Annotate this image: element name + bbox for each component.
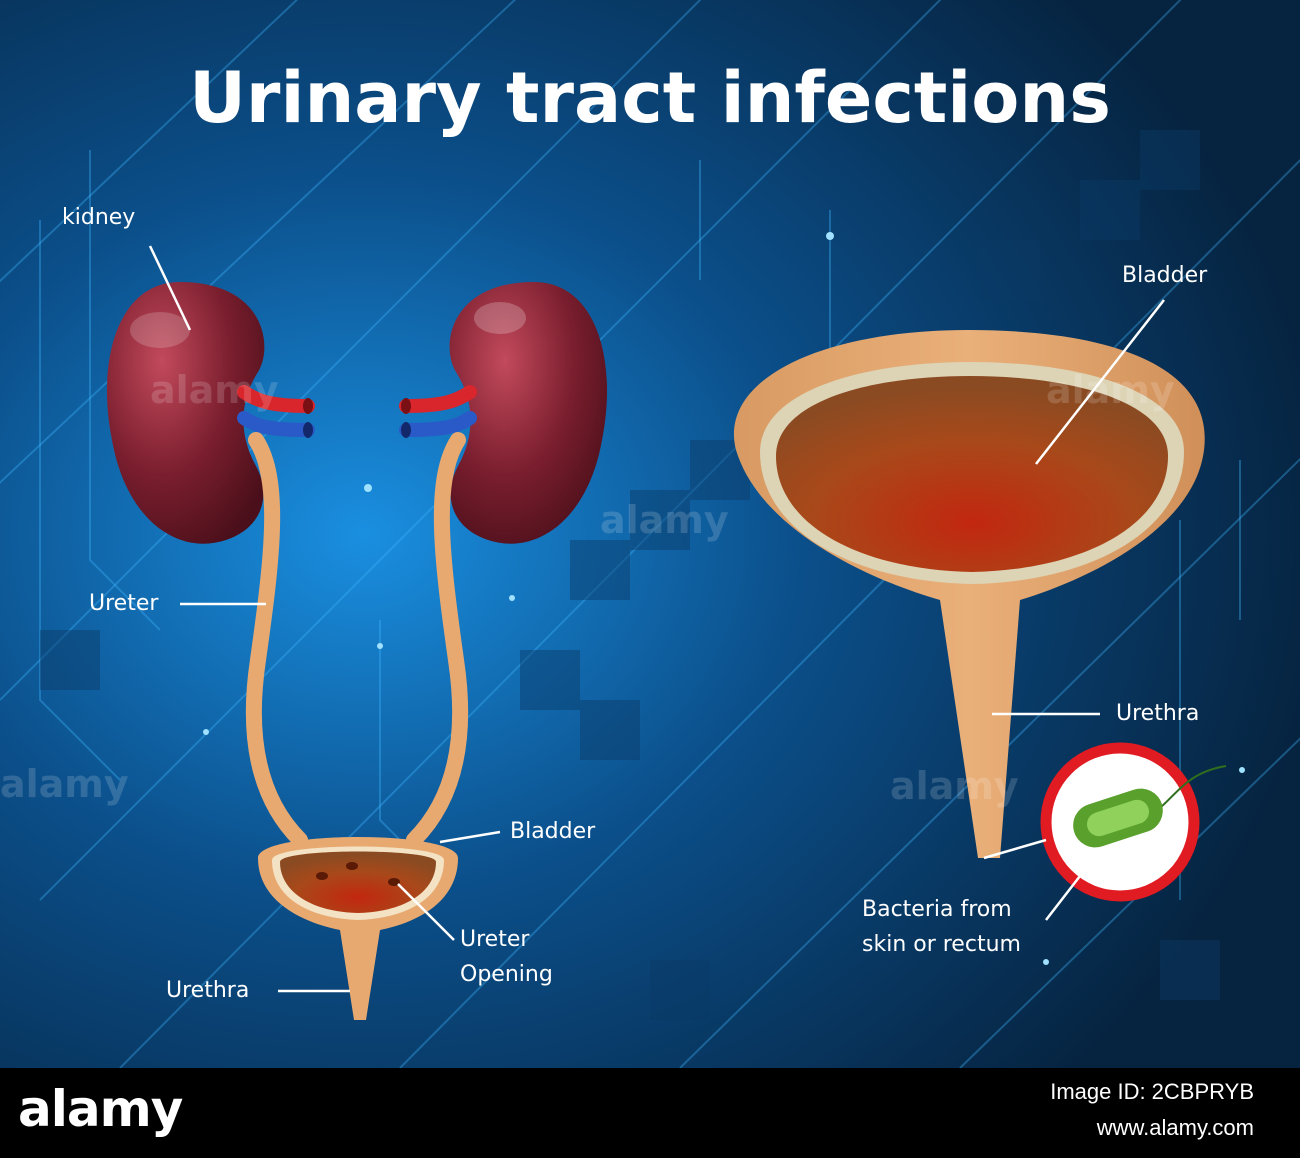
- label-bladder-small: Bladder: [510, 819, 596, 844]
- leader-lines: [148, 245, 1165, 993]
- bladder-small: [258, 837, 458, 1020]
- glow-dots: [203, 232, 1245, 965]
- kidney-left: [106, 282, 265, 544]
- label-bladder-large: Bladder: [1122, 263, 1208, 288]
- page-title: Urinary tract infections: [189, 57, 1111, 139]
- watermark: alamy: [150, 368, 279, 412]
- watermark: alamy: [1046, 368, 1175, 412]
- watermark: alamy: [0, 762, 129, 806]
- bacteria-callout: [1040, 742, 1227, 902]
- label-kidney: kidney: [62, 205, 136, 230]
- watermark: alamy: [600, 498, 729, 542]
- diagram-illustration: [0, 0, 1300, 1068]
- renal-vessels-right: [399, 385, 477, 438]
- label-urethra-small: Urethra: [166, 978, 250, 1003]
- label-bacteria-line1: Bacteria from: [862, 897, 1012, 922]
- bladder-large: [733, 330, 1205, 858]
- label-ureter: Ureter: [89, 591, 159, 616]
- label-ureter-opening-line2: Opening: [460, 962, 553, 987]
- site-url: www.alamy.com: [1096, 1115, 1254, 1140]
- alamy-logo: alamy: [18, 1080, 183, 1138]
- ureters: [245, 432, 469, 848]
- image-id: Image ID: 2CBPRYB: [1050, 1079, 1254, 1104]
- watermark-footer: alamy Image ID: 2CBPRYB www.alamy.com: [0, 1068, 1300, 1158]
- kidney-right: [449, 282, 608, 544]
- label-bacteria-line2: skin or rectum: [862, 932, 1021, 957]
- watermark: alamy: [890, 764, 1019, 808]
- renal-vessels-left: [237, 385, 315, 438]
- label-ureter-opening-line1: Ureter: [460, 927, 530, 952]
- label-urethra-large: Urethra: [1116, 701, 1200, 726]
